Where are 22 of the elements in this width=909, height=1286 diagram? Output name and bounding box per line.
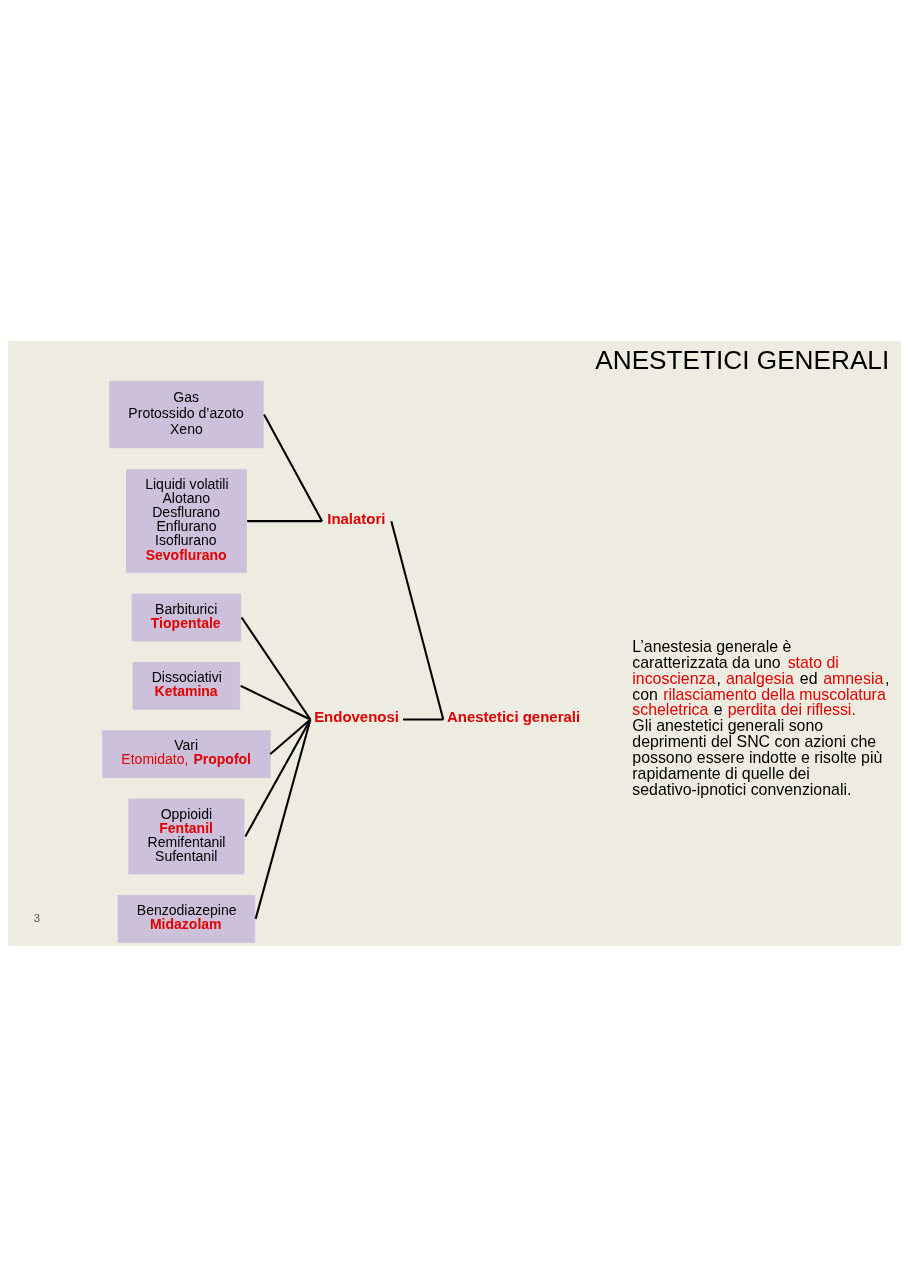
node-box: Barbiturici Tiopentale — [131, 593, 242, 641]
node-box: Dissociativi Ketamina — [132, 661, 241, 710]
connector — [390, 520, 445, 720]
connector — [240, 616, 312, 720]
connector — [269, 718, 312, 755]
node-text: Endovenosi — [314, 707, 399, 725]
connector — [247, 519, 323, 522]
label: L’anestesia generale è caratterizzata da uno stato di incoscienza, analgesia ed amnesia, con rilasciamento della muscolatura scheletrica e perdita dei riflessi. Gli anestetici generali sono deprimenti del SNC con azioni che possono essere indotte e risolte più rapidamente di quelle dei sedativo-ipnotici convenzionali. — [632, 637, 890, 798]
connector — [254, 718, 312, 919]
node-box: Liquidi volatili Alotano Desflurano Enflurano Isoflurano Sevoflurano — [126, 468, 247, 573]
connector — [244, 718, 312, 837]
node-text: Anestetici generali — [447, 707, 581, 725]
node-box: Vari Etomidato, Propofol — [102, 729, 271, 778]
node-text: Inalatori — [327, 509, 386, 527]
diagram-title: ANESTETICI GENERALI — [595, 344, 890, 375]
label: 3 — [33, 911, 41, 924]
connector — [403, 718, 444, 721]
node-box: Oppioidi Fentanil Remifentanil Sufentanil — [128, 798, 245, 874]
connector — [240, 684, 311, 720]
connector — [263, 413, 323, 522]
node-box: Gas Protossido d’azoto Xeno — [109, 380, 264, 448]
node-box: Benzodiazepine Midazolam — [117, 894, 256, 943]
